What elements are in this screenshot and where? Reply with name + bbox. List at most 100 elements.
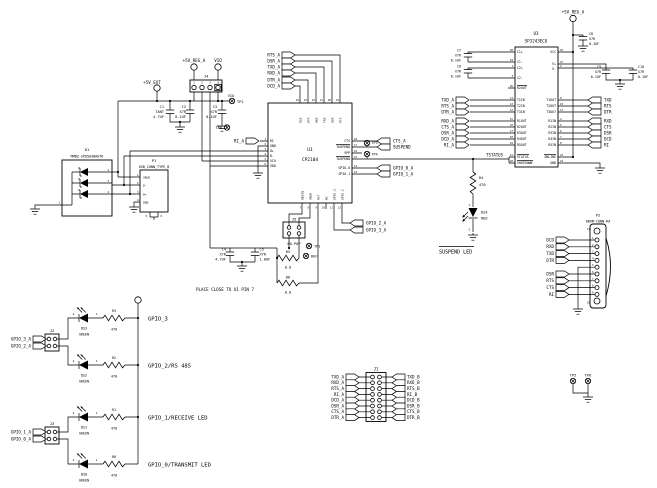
led [76, 306, 89, 323]
test-point [302, 252, 310, 260]
ref-des: R0 [112, 455, 116, 459]
net-label: RXD_B [407, 380, 420, 385]
pin-name: SHUTDOWN [517, 161, 532, 165]
tp-label: TP5 [570, 374, 577, 378]
tp-label: TP8 [216, 126, 223, 130]
net-label: CTS_B [407, 409, 420, 414]
net-label: TXD_A [331, 374, 344, 379]
ref-des: C7 [457, 49, 461, 53]
net-label: RI_A [234, 138, 245, 143]
pin-number: 15 [510, 117, 514, 121]
ref-des: P2 [596, 213, 601, 218]
net-label: RXD_A [331, 380, 344, 385]
test-point [363, 150, 371, 158]
comp-value: 470 [111, 474, 117, 478]
pin-number: 2 [264, 142, 266, 146]
pin-name: VBUS [308, 193, 312, 200]
comp-value: 470 [111, 375, 117, 379]
capacitor [601, 69, 611, 74]
power-section: +5V_EXT +5V_REG_A VIO J4 1 2 3 4 C1 TANT… [143, 58, 244, 131]
pin-number: 3 [511, 74, 513, 78]
net-label: RI_B [407, 392, 418, 397]
pin-number: 3 [137, 190, 139, 194]
pin-name: D+ [143, 192, 147, 196]
ref-des: U3 [533, 31, 539, 36]
net-label: TXD_B [407, 374, 420, 379]
ref-des: R4 [479, 176, 483, 180]
j1-header: J1 TXD_A RXD_A RTS_A RI_A DCD_A DSR_A CT… [331, 367, 420, 422]
pin-number: 2 [592, 243, 594, 247]
pin-name: R2OUT [517, 125, 527, 129]
wires-j1 [358, 376, 392, 418]
wires-tvs [34, 171, 112, 207]
pin-number: 11 [587, 227, 591, 231]
pin-number: 4 [137, 198, 139, 202]
comp-value: 0.0 [285, 291, 292, 295]
pin-number: 15 [354, 155, 358, 159]
pin-name: R2IN [548, 125, 556, 129]
header-j5 [282, 221, 306, 239]
capacitor [463, 53, 473, 58]
tvs-diode [77, 178, 89, 188]
net-label: RXD_A [267, 70, 280, 75]
net-label: RTS_A [331, 386, 344, 391]
pin-number: 6 [264, 162, 266, 166]
gpio-led-section: J2 GPIO_3_A GPIO_2_A J3 GPIO_1_A GPIO_0_… [11, 296, 211, 483]
pin-name: R1OUT [517, 119, 527, 123]
pin-number: 2 [560, 64, 562, 68]
ref-des: R3 [112, 309, 116, 313]
pin-name: V- [552, 67, 556, 71]
ref-des: U1 [307, 147, 313, 153]
pin-number: 1 [96, 359, 98, 363]
ref-des: C10 [638, 65, 644, 69]
comp-value: USB_CONN_TYPE_B [139, 165, 170, 169]
capacitor [463, 69, 473, 74]
pin-name: VDD [270, 164, 276, 168]
pin-name: VBUS [143, 175, 150, 179]
led [461, 207, 478, 223]
tp-label: TP3 [372, 141, 378, 145]
pin-number: 11 [330, 206, 334, 210]
net-label: TXD [546, 251, 554, 256]
pin-number: 7 [299, 206, 301, 210]
pin-number: 1 [137, 173, 139, 177]
ref-des: R2 [112, 356, 116, 360]
comp-value: 0.1UF [451, 59, 461, 63]
net-label: GPIO_3_A [366, 227, 387, 232]
pin-number: 24 [296, 98, 300, 102]
ref-des: C4 [222, 248, 226, 252]
comp-value: 0.0 [285, 266, 292, 270]
pin-number: 1 [468, 203, 470, 207]
comp-value: X7R [455, 54, 462, 58]
capacitor [628, 69, 638, 74]
net-label: RI_A [444, 142, 455, 147]
wires-power [112, 70, 268, 248]
net-label: RTS [546, 278, 554, 283]
pin-name: TXD [322, 117, 326, 123]
tp-label: TP6 [585, 374, 592, 378]
pin-number: 19 [336, 98, 340, 102]
net-label: CTS_A [441, 124, 454, 129]
net-label: RI [604, 142, 610, 147]
pin-number: 21 [510, 153, 514, 157]
pin-number: 22 [312, 98, 316, 102]
pin-number: 1 [96, 411, 98, 415]
pin-name: D- [270, 154, 274, 158]
wires-u3-left [467, 51, 515, 146]
tvs-diode [77, 189, 89, 199]
power-terminal [190, 63, 198, 71]
db9-mount [593, 297, 601, 305]
pin-number: 26 [510, 84, 514, 88]
comp-value: RED [481, 217, 488, 221]
u3-sp3243: U3 SP3243ECU C1+ C1- C2+ C2- R2OUT T1IN … [441, 10, 648, 168]
comp-value: GREEN [79, 333, 89, 337]
net-label: +5V_EXT [143, 80, 161, 85]
pin-name: C2+ [517, 66, 523, 70]
net-label: GPIO_2_A [11, 343, 32, 348]
comp-value: X7R [595, 70, 602, 74]
tvs-d1 [61, 159, 113, 217]
ic-u1 [267, 102, 353, 204]
pin-name: SUSPEND [337, 157, 351, 161]
comp-value: TANT [155, 110, 164, 114]
